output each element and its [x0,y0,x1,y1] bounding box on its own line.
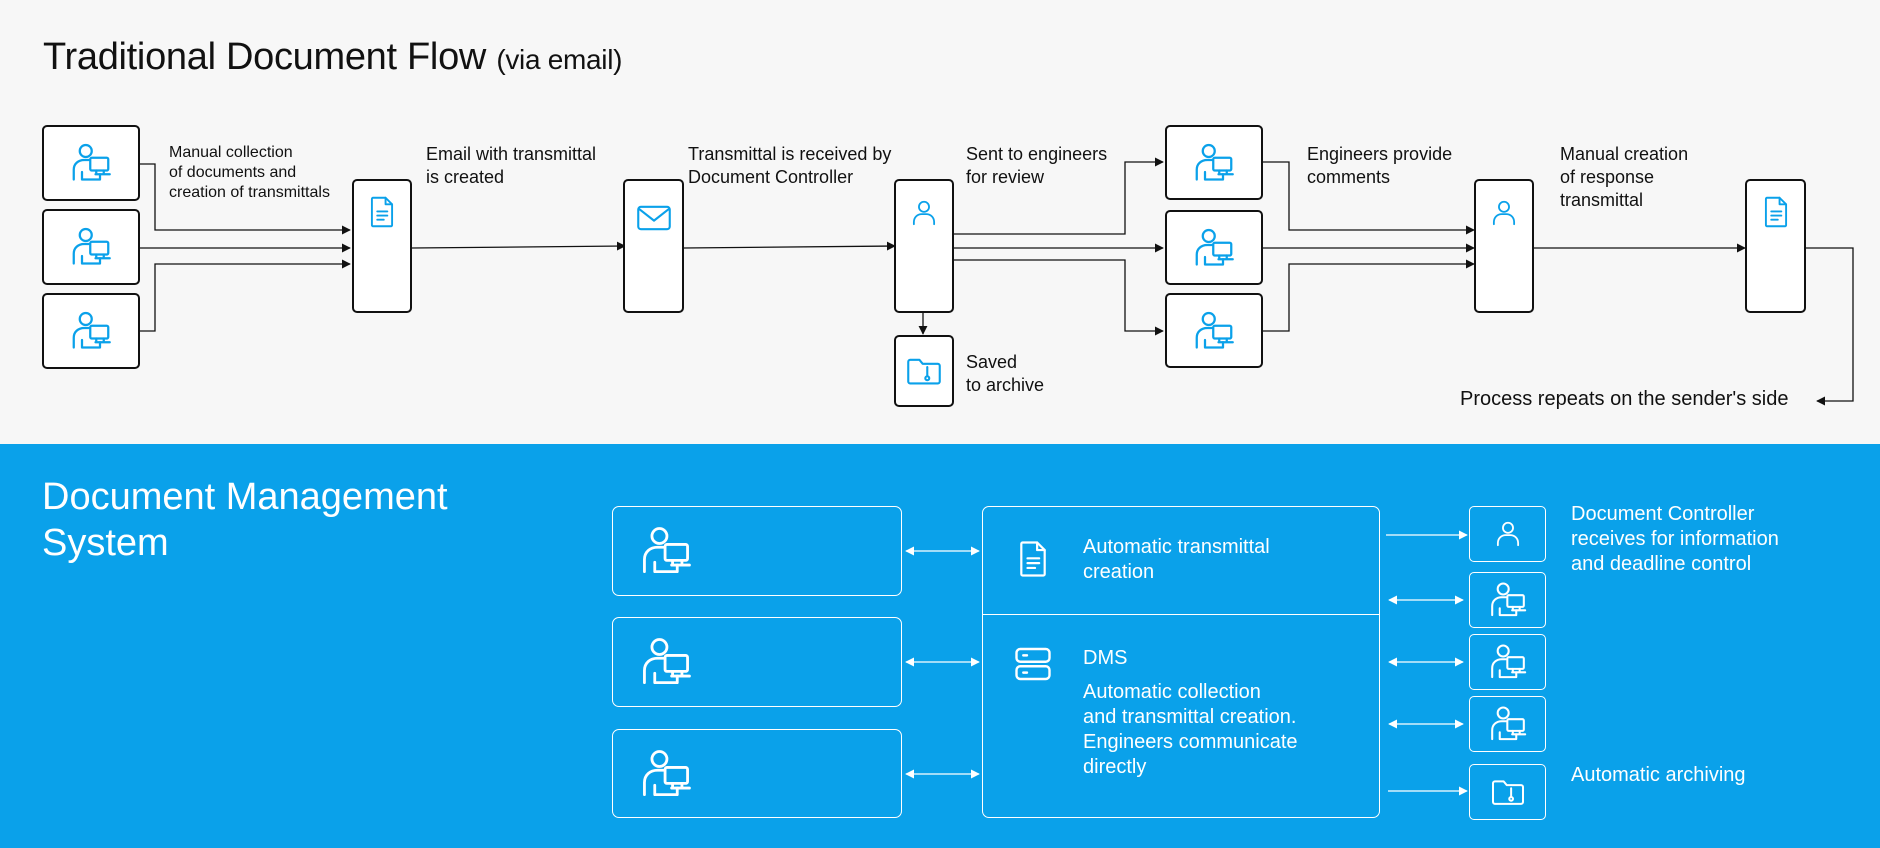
auto-archiving-label: Automatic archiving [1571,764,1746,786]
archive-folder-icon [1488,772,1528,812]
engineer-workstation-icon [636,521,696,581]
document-icon [363,193,401,231]
reviewer-engineer-2 [1165,210,1263,285]
document-icon [1011,537,1055,581]
dms-engineer-panel-2 [612,617,902,707]
email-icon [633,197,675,239]
reviewer-engineer-3 [1165,293,1263,368]
engineer-workstation-icon [1486,578,1530,622]
auto-transmittal-label: Automatic transmittal creation [1083,536,1270,583]
engineer-workstation-icon [1190,224,1238,272]
dms-section [0,444,1880,848]
document-icon [1757,193,1795,231]
user-icon [906,195,942,231]
controller-info-label: Document Controller receives for informa… [1571,503,1779,575]
dms-description: Automatic collection and transmittal cre… [1083,681,1298,778]
archive-box [894,335,954,407]
user-icon [1486,195,1522,231]
engineer-workstation-icon [636,632,696,692]
response-controller-box [1474,179,1534,313]
dms-engineer-panel-3 [612,729,902,818]
email-box [623,179,684,313]
archive-folder-icon [903,350,945,392]
sent-engineers-label: Sent to engineers for review [966,144,1108,187]
email-created-label: Email with transmittal is created [426,144,597,187]
process-repeats-label: Process repeats on the sender's side [1460,388,1789,410]
document-controller-box [894,179,954,313]
traditional-flow-title: Traditional Document Flow (via email) [43,36,622,79]
received-label: Transmittal is received by Document Cont… [688,144,892,187]
dms-engineer-2 [1469,634,1546,690]
user-icon [1490,516,1526,552]
dms-engineer-1 [1469,572,1546,628]
engineer-workstation-icon [636,744,696,804]
saved-archive-label: Saved to archive [966,352,1045,395]
server-icon [1009,640,1057,688]
engineer-workstation-icon [1486,640,1530,684]
dms-title: Document Management System [42,476,448,564]
title-suffix: (via email) [496,44,623,75]
engineers-comments-label: Engineers provide comments [1307,144,1453,187]
dms-engineer-3 [1469,696,1546,752]
dms-panel-divider [983,614,1379,615]
engineer-workstation-icon [1190,307,1238,355]
reviewer-engineer-1 [1165,125,1263,200]
title-text: Traditional Document Flow [43,36,487,78]
dms-document-controller [1469,506,1546,562]
sender-engineer-3 [42,293,140,369]
manual-collection-label: Manual collection of documents and creat… [169,144,330,201]
sender-engineer-1 [42,125,140,201]
manual-response-label: Manual creation of response transmittal [1560,144,1689,210]
dms-engineer-panel-1 [612,506,902,596]
dms-archive [1469,764,1546,820]
sender-engineer-2 [42,209,140,285]
engineer-workstation-icon [1486,702,1530,746]
transmittal-document-box [352,179,412,313]
engineer-workstation-icon [1190,139,1238,187]
response-document-box [1745,179,1806,313]
engineer-workstation-icon [67,139,115,187]
dms-label: DMS [1083,647,1128,669]
dms-central-panel [982,506,1380,818]
engineer-workstation-icon [67,307,115,355]
engineer-workstation-icon [67,223,115,271]
